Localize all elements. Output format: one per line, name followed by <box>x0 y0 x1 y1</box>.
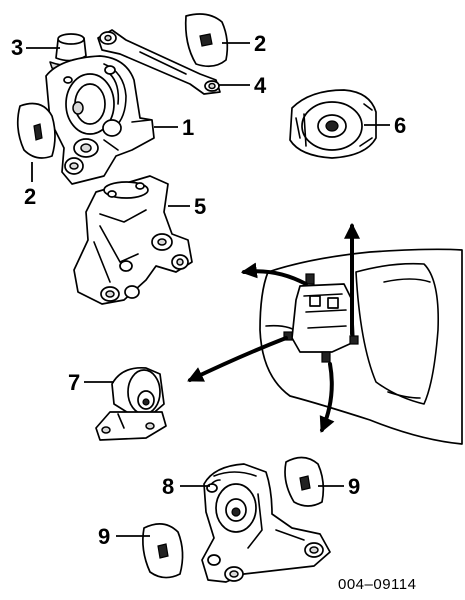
part-9-washer-pad-lower <box>142 523 184 579</box>
part-9-washer-pad-right <box>284 456 325 507</box>
leader-lines <box>26 42 390 537</box>
callout-5: 5 <box>194 194 207 219</box>
figure-code: 004–09114 <box>338 576 417 593</box>
part-6-round-insulator <box>289 89 377 159</box>
callout-6: 6 <box>394 113 407 138</box>
callout-3: 3 <box>11 35 24 60</box>
vehicle-location-view <box>187 222 463 445</box>
callout-2-left: 2 <box>24 184 37 209</box>
callout-9-right: 9 <box>348 474 361 499</box>
callout-8: 8 <box>162 474 175 499</box>
callout-4: 4 <box>254 73 267 98</box>
callout-2-upper: 2 <box>254 31 267 56</box>
part-8-rear-mount <box>201 463 331 583</box>
callout-9-lower: 9 <box>98 524 111 549</box>
part-4-torque-strut <box>97 29 221 95</box>
callout-7: 7 <box>68 370 81 395</box>
part-5-lower-bracket <box>73 175 193 305</box>
part-1-mount-bracket <box>45 55 155 185</box>
part-7-transmission-mount <box>95 366 167 441</box>
callout-1: 1 <box>182 115 195 140</box>
part-2-washer-pad-upper <box>184 13 229 68</box>
part-2-washer-pad-left <box>16 102 56 159</box>
